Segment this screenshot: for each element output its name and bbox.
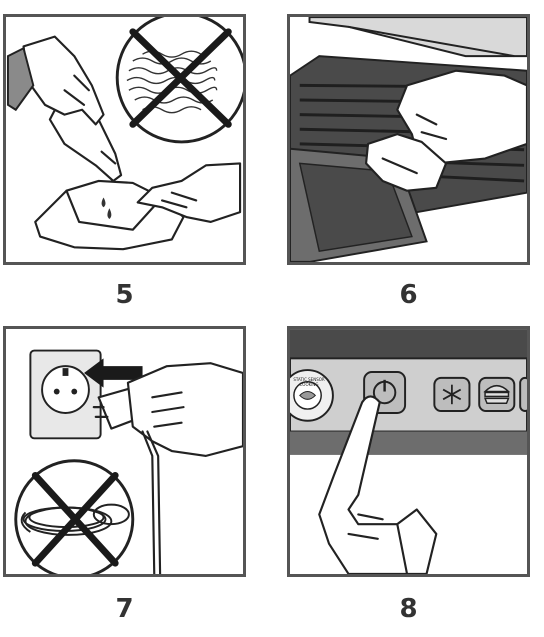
cross-icon [129, 28, 232, 128]
burger-icon [483, 384, 511, 404]
control-panel-top [290, 329, 527, 359]
liquid-drop [107, 208, 112, 219]
step-8-number: 8 [399, 594, 418, 624]
cross-icon [31, 471, 119, 567]
hand-fingers [396, 508, 438, 574]
hand-finger-lines [151, 391, 185, 428]
snowflake-icon [442, 384, 462, 405]
step-8-panel: STATIC SENSOR COOKING [287, 326, 530, 577]
power-cord [141, 430, 156, 574]
hand-finger-lines [415, 113, 448, 141]
bottle-neck [100, 150, 117, 165]
cleaning-cloth [365, 133, 448, 192]
hand-finger-lines [160, 191, 198, 209]
cloth-fold [65, 189, 164, 231]
control-panel-bottom [290, 431, 527, 455]
hand-holding-cloth [136, 162, 242, 223]
sensor-dial-label: STATIC SENSOR COOKING [293, 377, 325, 387]
socket-earth-pin [62, 368, 69, 376]
cloth-fold [381, 157, 418, 175]
step-7-panel [3, 326, 246, 577]
step-5-illustration [6, 17, 243, 251]
hand-finger-lines [63, 74, 90, 106]
step-5-number: 5 [115, 280, 134, 310]
step-7-illustration [14, 349, 243, 574]
pointing-finger [318, 395, 418, 574]
socket-hole [53, 388, 60, 395]
hand-pulling-plug [126, 362, 243, 457]
next-button[interactable] [519, 376, 527, 412]
step-8-illustration [290, 329, 527, 574]
step-7-number: 7 [115, 594, 134, 624]
grill-lid [308, 17, 527, 58]
step-5-panel [3, 14, 246, 265]
step-6-illustration [290, 17, 527, 262]
sleeve [6, 46, 35, 112]
socket-face [41, 365, 90, 414]
hand-finger-lines [347, 513, 384, 540]
step-6-number: 6 [399, 280, 418, 310]
socket-hole [71, 388, 78, 395]
hand-holding-bottle [22, 35, 105, 126]
step-6-panel [287, 14, 530, 265]
liquid-drop [101, 197, 106, 208]
arrow-left-icon [84, 358, 143, 388]
hand-wiping [396, 69, 527, 165]
detergent-bottle [48, 94, 123, 183]
